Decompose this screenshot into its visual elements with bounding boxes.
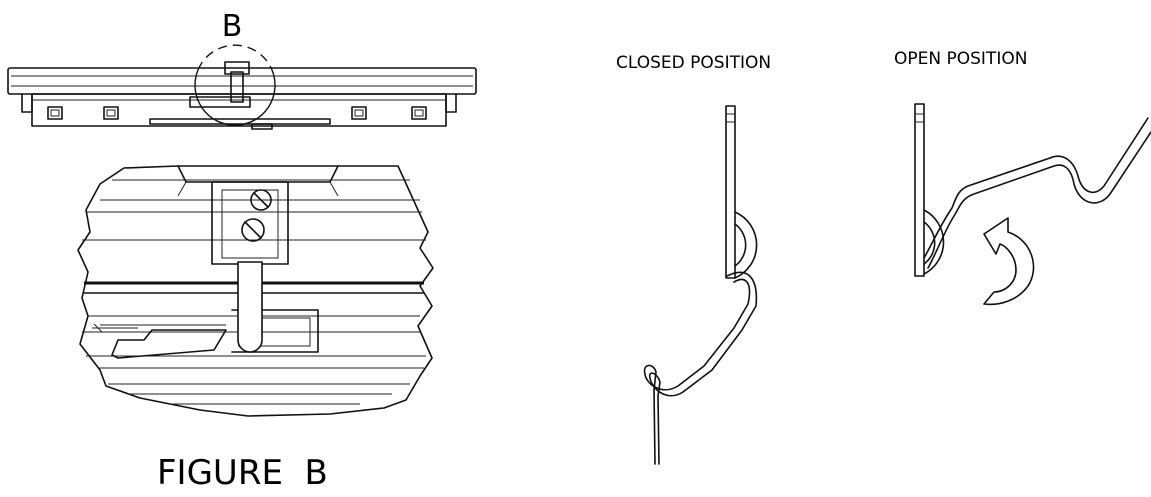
detail-circle [194,44,276,126]
closed-position-drawing [643,105,758,465]
figure-caption: FIGURE B [157,453,328,493]
enlarged-detail-b [77,165,434,417]
closed-position-label: CLOSED POSITION [616,53,771,73]
detail-marker-label: B [222,9,243,44]
part-side-view [7,61,477,130]
open-position-label: OPEN POSITION [894,49,1027,69]
rotation-arrow-icon [983,217,1035,306]
open-position-drawing [914,103,1151,277]
